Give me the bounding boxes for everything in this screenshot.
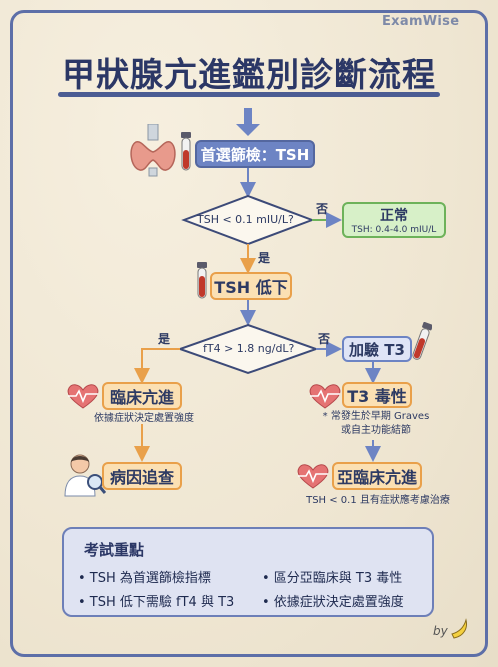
exam-item: • TSH 為首選篩檢指標 — [78, 571, 211, 586]
blood-tube-icon — [412, 322, 432, 360]
blood-tube-icon — [197, 262, 207, 299]
heartbeat-icon — [67, 384, 99, 409]
thyroid-icon — [130, 124, 176, 177]
subclinical-note: TSH < 0.1 且有症狀應考慮治療 — [306, 495, 450, 506]
heartbeat-icon — [309, 384, 341, 409]
add-t3-box[interactable]: 加驗 T3 — [342, 336, 412, 362]
exam-title: 考試重點 — [84, 541, 145, 559]
question-2: fT4 > 1.8 ng/dL? — [203, 342, 295, 355]
exam-item: • 依據症狀決定處置強度 — [262, 595, 404, 610]
exam-points-panel: 考試重點 • TSH 為首選篩檢指標 • 區分亞臨床與 T3 毒性 • TSH … — [62, 527, 434, 617]
label-no-1: 否 — [316, 202, 329, 216]
clinical-box[interactable]: 臨床亢進 — [102, 382, 182, 410]
entry-arrow — [236, 108, 260, 136]
arrow-q2-clinical — [134, 348, 180, 384]
tsh-low-box[interactable]: TSH 低下 — [210, 272, 292, 300]
label-yes-1: 是 — [258, 251, 271, 265]
screen-box[interactable]: 首選篩檢：TSH — [195, 140, 315, 168]
normal-title: 正常 — [380, 208, 408, 224]
page-title: 甲狀腺亢進鑑別診斷流程 — [62, 55, 436, 94]
brand-label: ExamWise — [382, 14, 460, 29]
label-no-2: 否 — [318, 332, 331, 346]
label-yes-2: 是 — [158, 332, 171, 346]
page-frame — [10, 10, 488, 657]
normal-box[interactable]: 正常 TSH: 0.4-4.0 mIU/L — [342, 202, 446, 238]
clinical-note: 依據症狀決定處置強度 — [94, 413, 194, 424]
decision-diamond-2 — [176, 323, 320, 375]
title-underline — [58, 92, 440, 97]
byline: by — [433, 624, 448, 638]
exam-item: • 區分亞臨床與 T3 毒性 — [262, 571, 403, 586]
banana-icon — [451, 618, 467, 639]
t3-note: * 常發生於早期 Graves 或自主功能結節 — [322, 411, 430, 436]
heartbeat-icon — [297, 464, 329, 489]
question-1: TSH < 0.1 mIU/L? — [197, 213, 294, 226]
blood-tube-icon — [181, 132, 191, 171]
cause-box[interactable]: 病因追查 — [102, 462, 182, 490]
subclinical-box[interactable]: 亞臨床亢進 — [332, 462, 422, 490]
normal-range: TSH: 0.4-4.0 mIU/L — [351, 225, 437, 235]
t3-tox-box[interactable]: T3 毒性 — [342, 382, 412, 408]
doctor-icon — [64, 454, 106, 497]
exam-item: • TSH 低下需驗 fT4 與 T3 — [78, 595, 235, 610]
